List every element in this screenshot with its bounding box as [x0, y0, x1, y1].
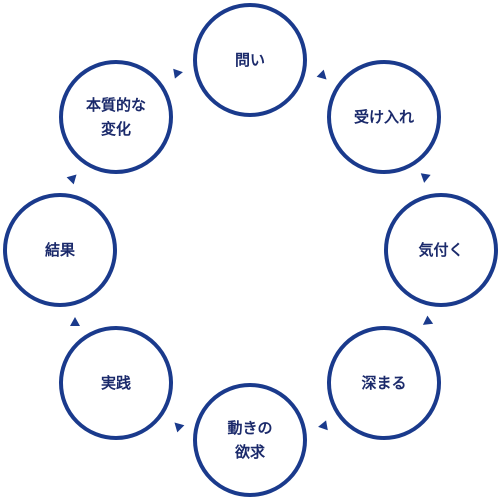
flow-arrow-icon [422, 315, 434, 325]
node-label: 本質的な [86, 96, 146, 114]
node-circle [59, 60, 173, 174]
flow-arrow-icon [316, 69, 327, 80]
node-fukamaru: 深まる [327, 326, 441, 440]
node-circle [327, 326, 441, 440]
flow-arrow-icon [318, 420, 328, 431]
node-label: 結果 [45, 241, 76, 259]
node-circle [3, 193, 117, 307]
flow-arrow-icon [70, 317, 80, 326]
node-toi: 問い [193, 3, 307, 117]
node-circle [59, 326, 173, 440]
node-label: 気付く [418, 241, 463, 259]
node-circle [193, 383, 307, 497]
node-label: 欲求 [234, 443, 266, 461]
node-label: 実践 [101, 374, 131, 392]
node-circle [327, 60, 441, 174]
flow-arrow-icon [420, 173, 431, 183]
node-ukeire: 受け入れ [327, 60, 441, 174]
node-label: 問い [235, 51, 265, 69]
node-kizuku: 気付く [384, 193, 498, 307]
flow-arrow-icon [173, 68, 183, 79]
flow-arrow-icon [66, 174, 77, 185]
node-jissen: 実践 [59, 326, 173, 440]
node-label: 深まる [361, 374, 406, 392]
node-kekka: 結果 [3, 193, 117, 307]
node-label: 変化 [101, 120, 131, 138]
node-circle [193, 3, 307, 117]
node-circle [384, 193, 498, 307]
node-label: 受け入れ [354, 108, 414, 126]
flow-arrow-icon [174, 422, 185, 433]
node-label: 動きの [227, 419, 272, 437]
